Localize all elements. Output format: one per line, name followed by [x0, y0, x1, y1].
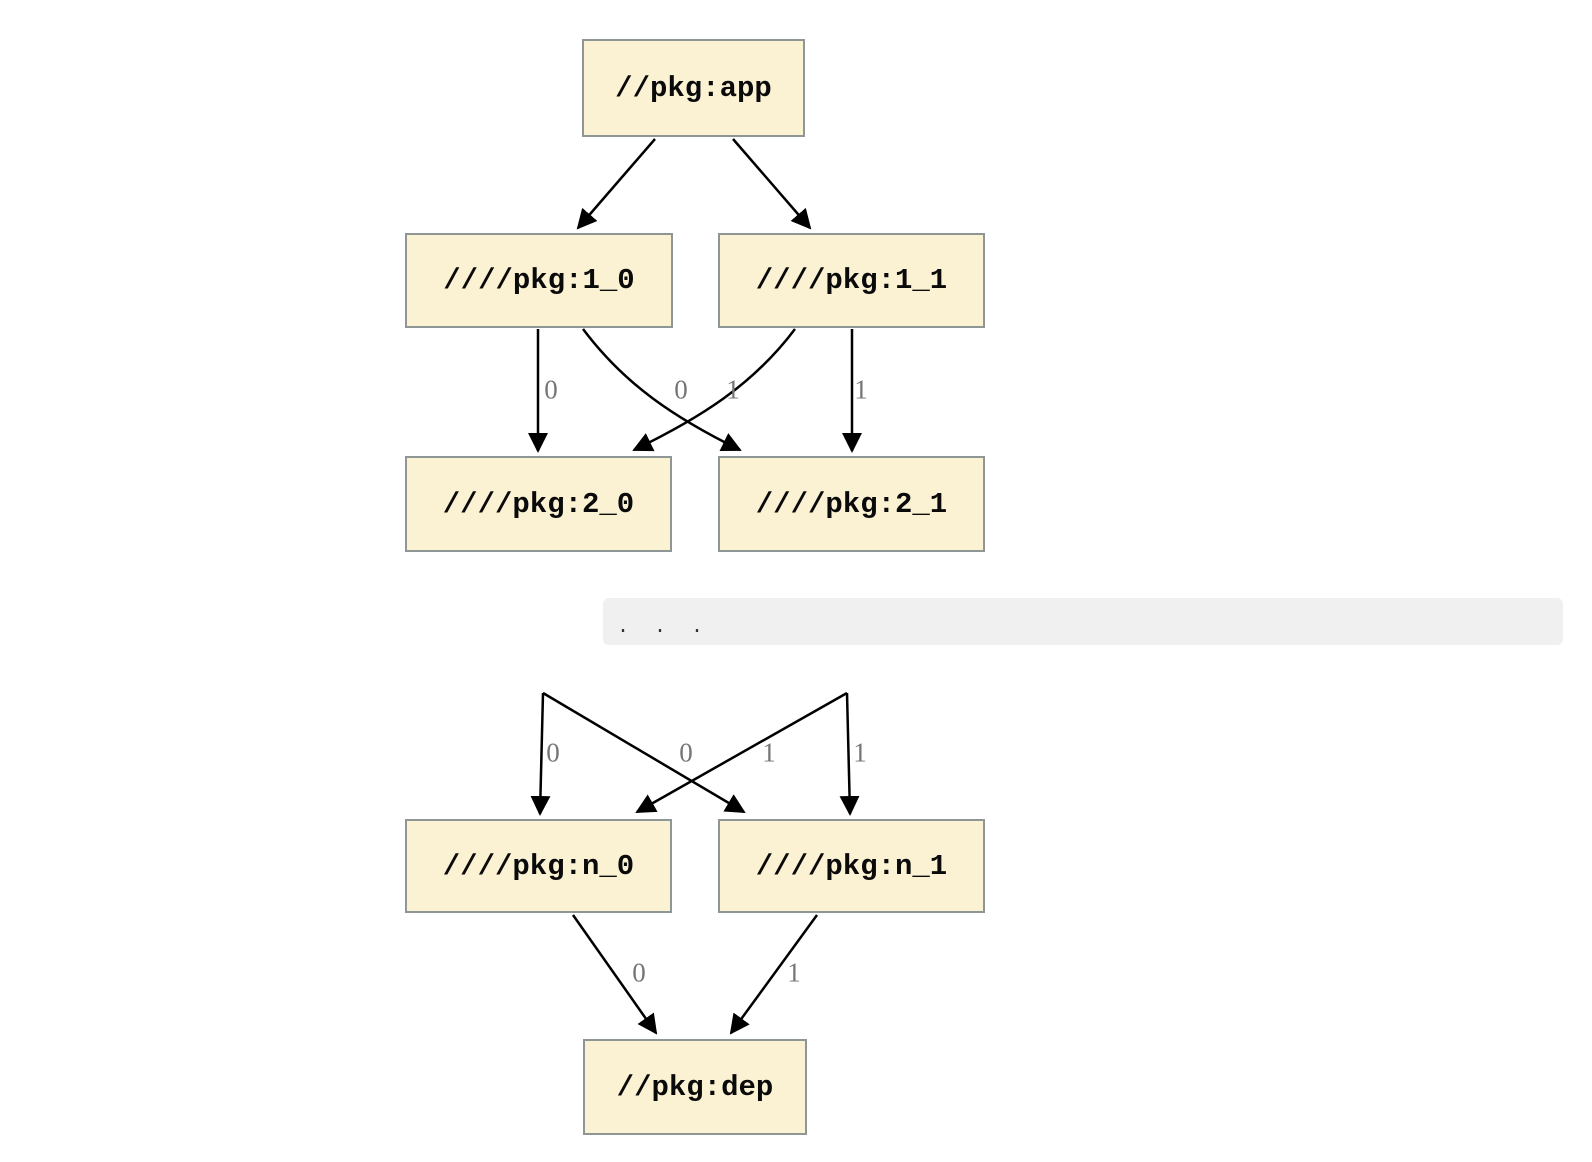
node-pkg-app: //pkg:app: [582, 39, 805, 137]
edge-label-1_0-2_0: 0: [544, 374, 558, 405]
edge-1_0-to-2_1: [582, 328, 742, 452]
node-pkg-1_0: ////pkg:1_0: [405, 233, 673, 328]
edge-cont-to-n_1: [839, 692, 860, 816]
edge-app-to-1_1: [732, 138, 812, 230]
edge-cont-cross-to-n_0: [635, 691, 848, 814]
edge-cont-to-n_0: [530, 692, 551, 816]
ellipsis-dots: . . .: [617, 616, 710, 639]
edge-cont-cross-to-n_1: [542, 691, 746, 814]
edge-label-cross-n_0: 0: [679, 737, 693, 768]
node-pkg-n_0: ////pkg:n_0: [405, 819, 672, 913]
edge-label-n_1-dep: 1: [787, 957, 801, 988]
edge-label-cont-n_0: 0: [546, 737, 560, 768]
ellipsis-node: . . .: [603, 598, 1563, 645]
node-pkg-dep: //pkg:dep: [583, 1039, 807, 1135]
edge-1_1-to-2_0: [632, 328, 796, 452]
node-pkg-n_1: ////pkg:n_1: [718, 819, 985, 913]
edge-label-1_1-2_0: 0: [674, 374, 688, 405]
edge-label-n_0-dep: 0: [632, 957, 646, 988]
edge-n_1-to-dep: [729, 914, 819, 1035]
edge-label-1_0-2_1: 1: [726, 374, 740, 405]
edge-label-cont-n_1: 1: [853, 737, 867, 768]
node-pkg-2_0: ////pkg:2_0: [405, 456, 672, 552]
edge-label-cross-n_1: 1: [762, 737, 776, 768]
edge-label-1_1-2_1: 1: [854, 374, 868, 405]
node-pkg-2_1: ////pkg:2_1: [718, 456, 985, 552]
edge-app-to-1_0: [576, 138, 656, 230]
node-pkg-1_1: ////pkg:1_1: [718, 233, 985, 328]
